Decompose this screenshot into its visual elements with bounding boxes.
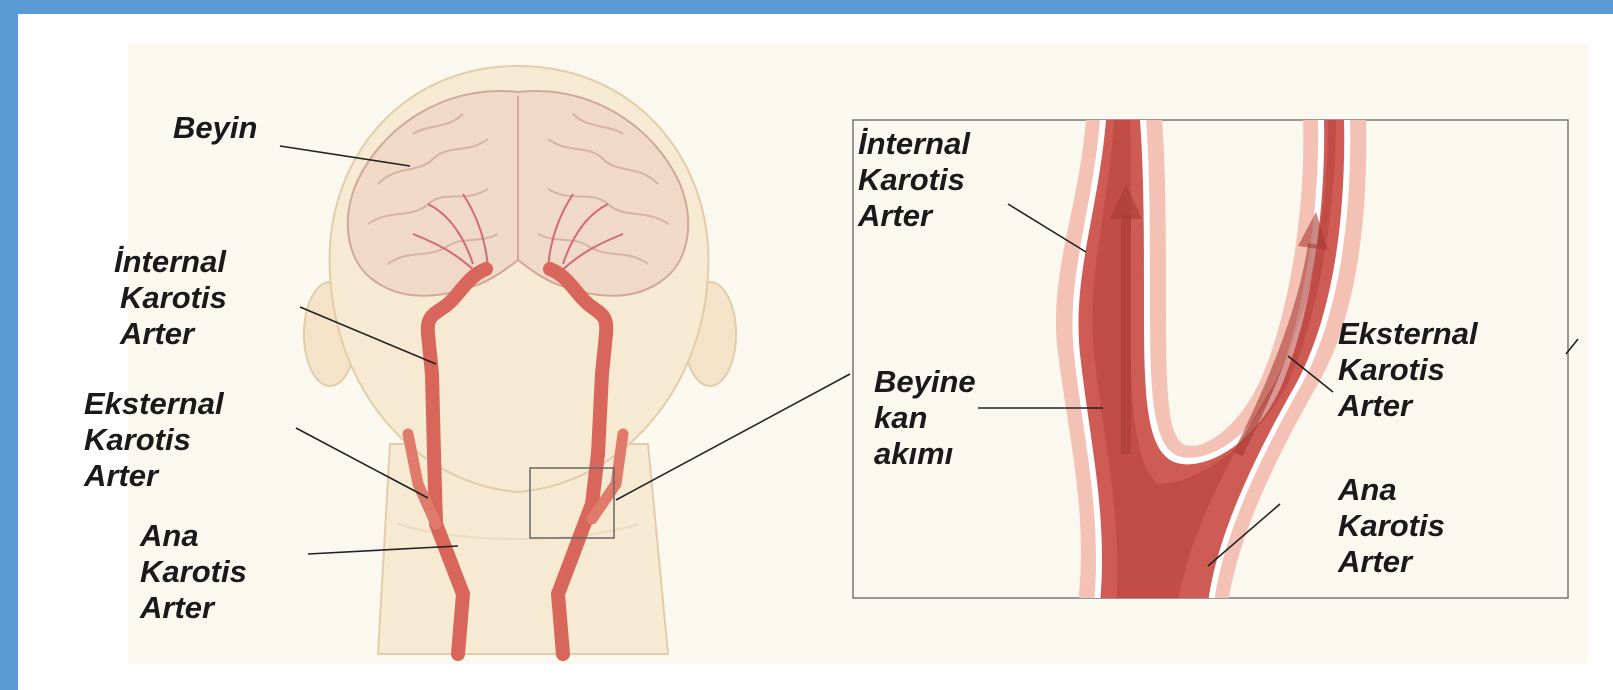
label-common-carotid-right: Ana Karotis Arter	[1338, 472, 1445, 580]
label-internal-carotid-left: İnternal Karotis Arter	[114, 244, 227, 352]
label-external-carotid-left: Eksternal Karotis Arter	[84, 386, 224, 494]
label-blood-flow: Beyine kan akımı	[874, 364, 976, 472]
slide: Beyin İnternal Karotis Arter Eksternal K…	[18, 14, 1613, 690]
label-internal-carotid-right: İnternal Karotis Arter	[858, 126, 970, 234]
label-common-carotid-left: Ana Karotis Arter	[140, 518, 247, 626]
label-external-carotid-right: Eksternal Karotis Arter	[1338, 316, 1478, 424]
label-brain: Beyin	[173, 110, 257, 146]
